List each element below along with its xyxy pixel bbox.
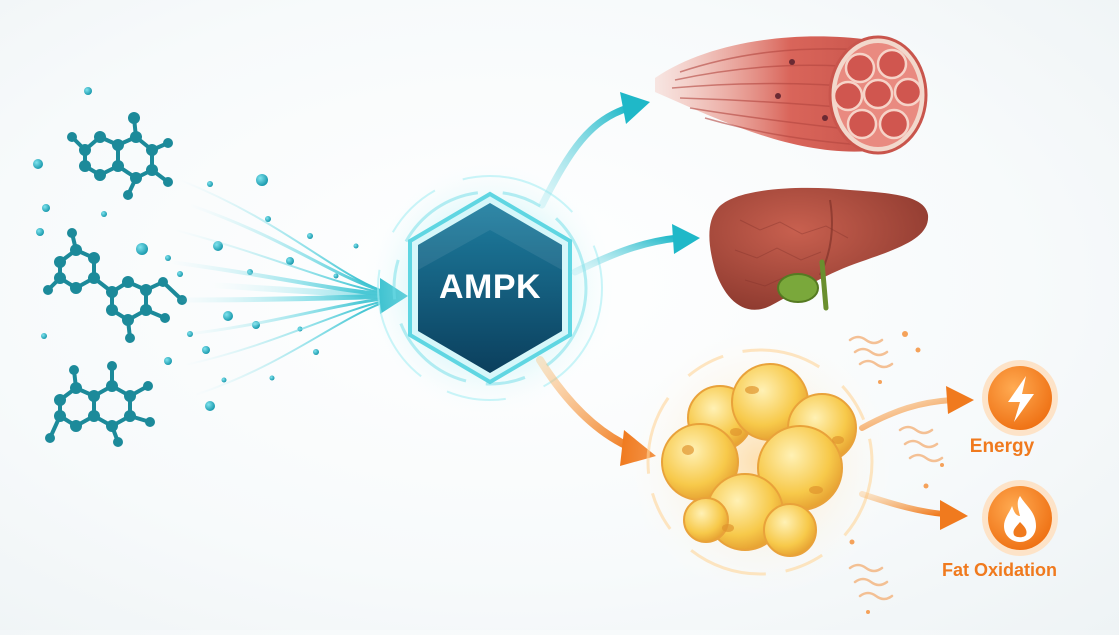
fat-oxidation-label: Fat Oxidation (942, 560, 1058, 580)
flame-icon (1004, 496, 1036, 542)
arrow-to-fat-oxidation (859, 491, 947, 517)
energy-icon (982, 360, 1058, 436)
hub-ring-outer (377, 175, 603, 401)
arrow-to-liver (571, 234, 682, 276)
energy-label: Energy (969, 436, 1035, 457)
hub-label: AMPK (438, 268, 542, 306)
molecule-top-atoms (67, 112, 173, 200)
muscle-icon (655, 35, 928, 155)
molecule-middle-atoms (43, 228, 187, 343)
arrow-to-muscle-head (620, 92, 650, 124)
arrow-to-energy (859, 397, 955, 431)
heat-waves (848, 335, 944, 601)
orange-particles (849, 331, 944, 614)
molecule-bottom-atoms (45, 361, 155, 447)
arrow-to-muscle (538, 104, 632, 209)
hub-hexagon-shine (418, 203, 562, 270)
arrow-to-liver-head (672, 224, 700, 254)
fat-ring (646, 348, 874, 576)
arrow-to-fat-oxidation-head (940, 500, 968, 530)
liver-icon (709, 187, 929, 311)
arrow-to-energy-head (946, 386, 974, 414)
lightning-icon (1008, 376, 1034, 422)
arrow-to-fat (536, 356, 636, 452)
fat-oxidation-icon (982, 480, 1058, 556)
molecule-top-icon (70, 117, 170, 196)
hub-hexagon (418, 203, 562, 373)
molecule-bottom-icon (48, 366, 151, 443)
fat-nuclei (682, 386, 844, 532)
